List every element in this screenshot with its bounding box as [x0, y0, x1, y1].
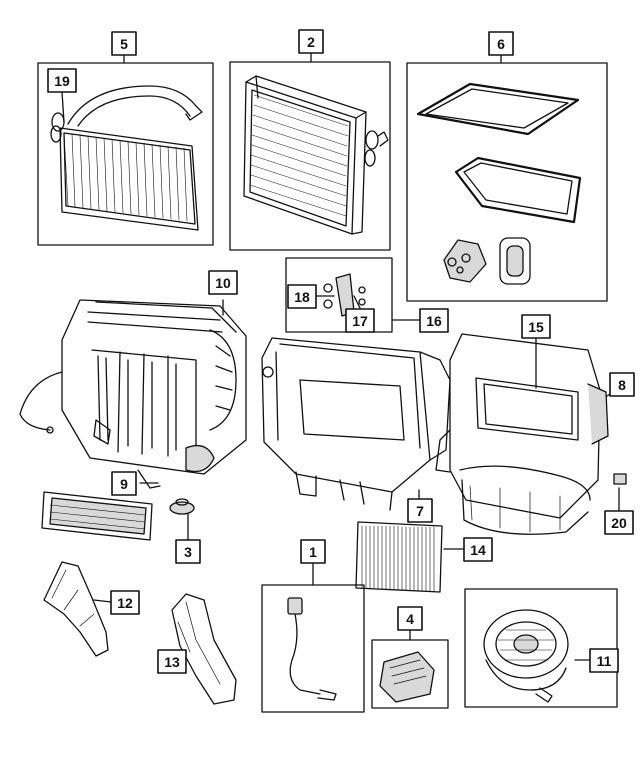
callout-16-label: 16: [426, 313, 442, 329]
callout-12-label: 12: [117, 595, 133, 611]
callout-16: 16: [419, 308, 449, 333]
callouts: 5 2 6 19 10 18 17 16 15 8 9 7 20 3 1 14 …: [47, 29, 635, 674]
callout-2: 2: [298, 29, 324, 54]
grille-illustration: [41, 491, 153, 541]
heater-core-illustration: [50, 85, 203, 231]
callout-15: 15: [521, 314, 551, 339]
callout-19-label: 19: [54, 73, 70, 89]
callout-4-label: 4: [406, 611, 414, 627]
callout-20: 20: [604, 510, 634, 535]
callout-7-label: 7: [416, 503, 424, 519]
callout-6-label: 6: [497, 36, 505, 52]
callout-15-label: 15: [528, 319, 544, 335]
callout-17-label: 17: [352, 313, 368, 329]
callout-10-label: 10: [215, 275, 231, 291]
callout-5-label: 5: [120, 36, 128, 52]
evaporator-housing-illustration: [261, 337, 451, 511]
callout-2-label: 2: [307, 34, 315, 50]
callout-7: 7: [407, 498, 433, 523]
floor-duct-left-illustration: [43, 561, 109, 657]
callout-18-label: 18: [294, 289, 310, 305]
blower-resistor-illustration: [379, 651, 435, 703]
callout-6: 6: [488, 31, 514, 56]
callout-11-label: 11: [597, 653, 612, 669]
callout-5: 5: [111, 31, 137, 56]
frame-heater-core: [37, 62, 214, 246]
frame-seals: [406, 62, 608, 302]
callout-19: 19: [47, 68, 77, 93]
frame-blower-motor: [464, 588, 618, 708]
callout-17: 17: [345, 308, 375, 333]
temperature-sensor-illustration: [287, 597, 337, 701]
callout-3-label: 3: [184, 544, 192, 560]
callout-8: 8: [609, 372, 635, 397]
callout-4: 4: [397, 606, 423, 631]
callout-14-label: 14: [470, 542, 486, 558]
callout-20-label: 20: [611, 515, 627, 531]
callout-13: 13: [157, 649, 187, 674]
callout-9: 9: [111, 471, 137, 496]
callout-12: 12: [110, 590, 140, 615]
callout-18: 18: [287, 284, 317, 309]
clip-illustration: [613, 473, 627, 485]
floor-duct-right-illustration: [171, 593, 237, 705]
callout-9-label: 9: [120, 476, 128, 492]
grommet-illustration: [169, 498, 195, 515]
callout-11: 11: [589, 648, 619, 673]
callout-8-label: 8: [618, 377, 626, 393]
callout-3: 3: [175, 539, 201, 564]
seal-gasket-illustration: [416, 82, 582, 285]
callout-14: 14: [463, 537, 493, 562]
callout-10: 10: [208, 270, 238, 295]
callout-13-label: 13: [164, 654, 180, 670]
blower-housing-illustration: [435, 333, 609, 535]
evaporator-illustration: [243, 75, 389, 235]
cabin-filter-illustration: [355, 521, 443, 593]
callout-1-label: 1: [309, 544, 317, 560]
blower-motor-illustration: [483, 609, 569, 703]
callout-1: 1: [300, 539, 326, 564]
frame-evaporator: [229, 61, 391, 251]
frame-expansion-valve: [285, 257, 393, 333]
hvac-housing-illustration: [19, 299, 247, 489]
